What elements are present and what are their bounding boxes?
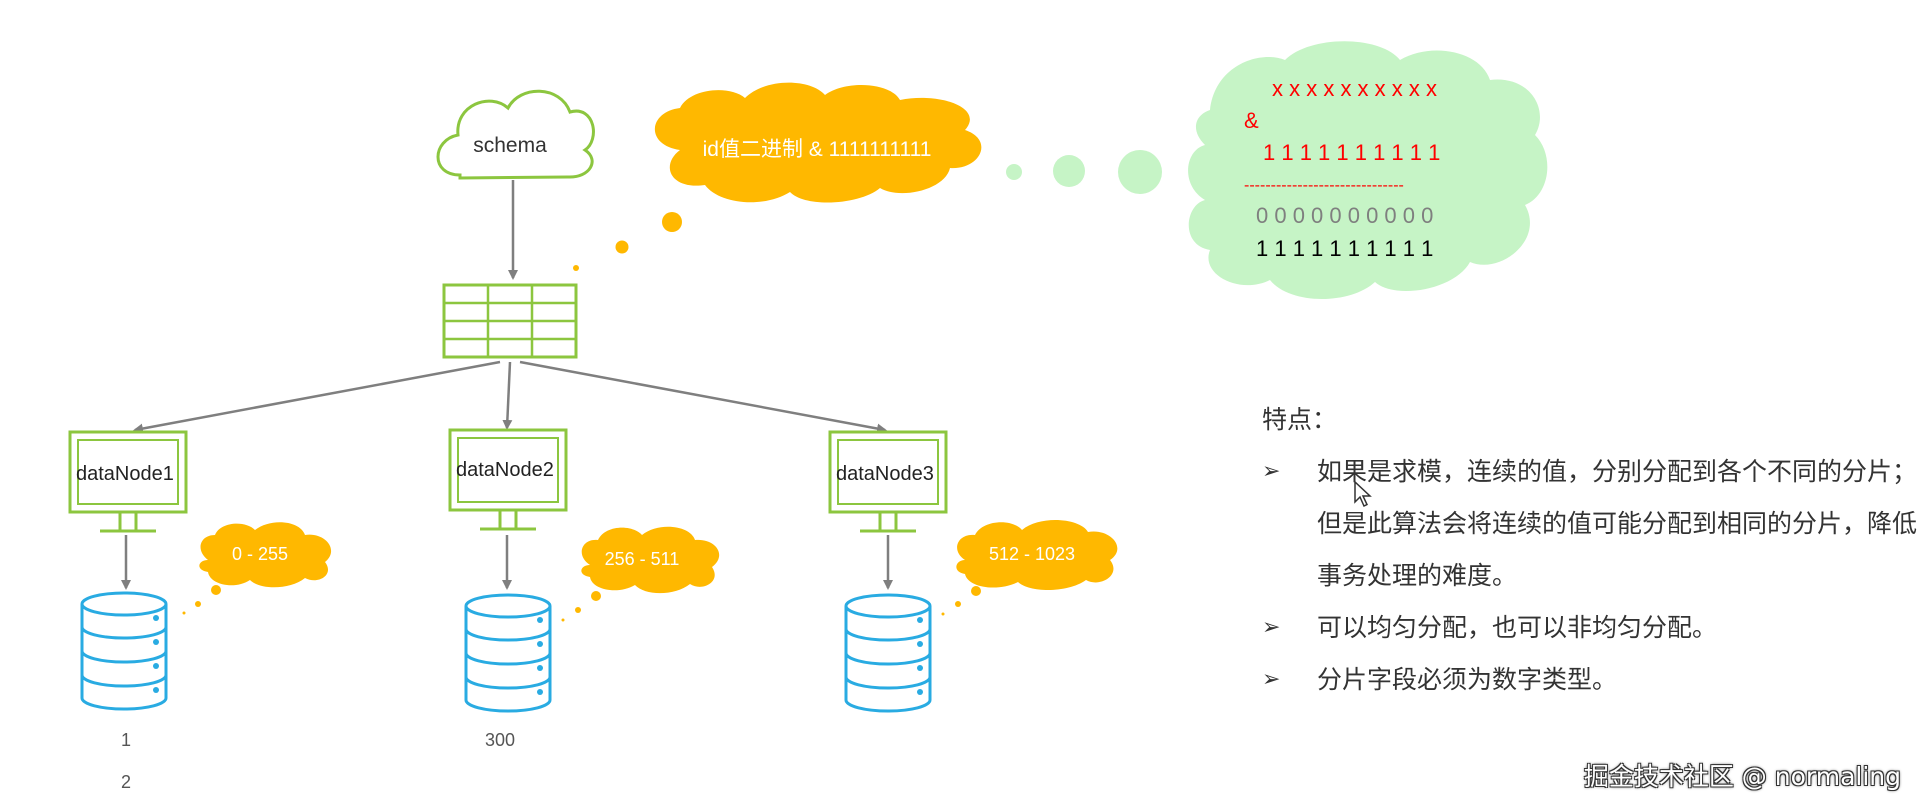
- table-to-node2-arrow: [502, 361, 513, 430]
- node1-label: dataNode1: [76, 463, 174, 485]
- node2-label: dataNode2: [456, 459, 554, 481]
- database-icon-3: [844, 593, 932, 713]
- calc-cloud: x x x x x x x x x x & 1 1 1 1 1 1 1 1 1 …: [1188, 41, 1548, 300]
- range-bubble-1: 0 - 255: [182, 522, 332, 615]
- range-label-1: 0 - 255: [232, 544, 288, 564]
- calc-result-min: 0 0 0 0 0 0 0 0 0 0: [1256, 203, 1433, 228]
- arrow-bullet-icon: ➢: [1262, 615, 1281, 640]
- features-panel: 特点： ➢ 如果是求模，连续的值，分别分配到各个不同的分片；但是此算法会将连续的…: [1262, 400, 1917, 706]
- feature-text: 如果是求模，连续的值，分别分配到各个不同的分片；但是此算法会将连续的值可能分配到…: [1317, 457, 1917, 590]
- schema-cloud: schema: [436, 89, 595, 180]
- db1-note-2: 2: [121, 772, 131, 792]
- db1-note-1: 1: [121, 730, 131, 750]
- database-icon-1: [80, 591, 168, 711]
- calc-mask-bits: 1 1 1 1 1 1 1 1 1 1: [1263, 140, 1440, 165]
- data-node-3: dataNode3: [828, 430, 948, 533]
- binary-thought-bubble: id值二进制 & 1111111111: [573, 82, 982, 271]
- feature-text: 可以均匀分配，也可以非均匀分配。: [1317, 613, 1718, 642]
- data-node-2: dataNode2: [448, 428, 568, 531]
- arrow-bullet-icon: ➢: [1262, 667, 1281, 692]
- feature-item: ➢ 可以均匀分配，也可以非均匀分配。: [1262, 602, 1917, 654]
- table-to-node1-arrow: [133, 360, 501, 434]
- arrow-bullet-icon: ➢: [1262, 459, 1281, 484]
- range-label-3: 512 - 1023: [989, 544, 1075, 564]
- calc-divider: ------------------------------: [1244, 177, 1404, 194]
- features-title: 特点：: [1262, 405, 1338, 434]
- calc-cloud-dots: [1006, 150, 1162, 194]
- range-bubble-2: 256 - 511: [561, 526, 720, 622]
- feature-item: ➢ 如果是求模，连续的值，分别分配到各个不同的分片；但是此算法会将连续的值可能分…: [1262, 446, 1917, 602]
- mouse-cursor-icon: [1354, 480, 1372, 508]
- data-node-1: dataNode1: [68, 430, 188, 533]
- database-icon-2: [464, 593, 552, 713]
- calc-result-max: 1 1 1 1 1 1 1 1 1 1: [1256, 236, 1433, 261]
- feature-item: ➢ 分片字段必须为数字类型。: [1262, 654, 1917, 706]
- binary-expression: id值二进制 & 1111111111: [703, 138, 932, 161]
- table-to-node3-arrow: [519, 360, 887, 434]
- watermark: 掘金技术社区 @ normaling: [1583, 762, 1901, 791]
- calc-input-bits: x x x x x x x x x x: [1272, 76, 1437, 101]
- calc-and-operator: &: [1244, 108, 1259, 133]
- range-bubble-3: 512 - 1023: [941, 520, 1118, 616]
- feature-text: 分片字段必须为数字类型。: [1317, 665, 1618, 694]
- range-label-2: 256 - 511: [605, 549, 680, 569]
- db2-note: 300: [485, 730, 515, 750]
- table-icon: [442, 283, 578, 359]
- node3-label: dataNode3: [836, 463, 934, 485]
- schema-label: schema: [473, 134, 547, 157]
